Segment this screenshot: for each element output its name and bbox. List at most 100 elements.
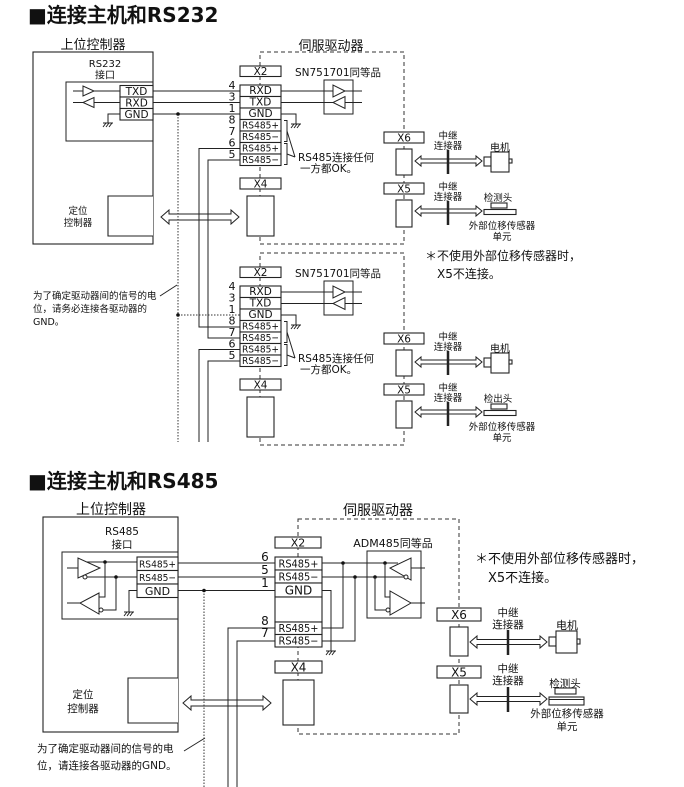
pin-number: 8 [229, 315, 236, 328]
relay-connector-label-1: 中继 [438, 181, 458, 193]
transceiver-ic-box [323, 280, 354, 316]
sensor-head [490, 202, 508, 209]
pin-number: 4 [229, 79, 236, 92]
x5-label-box [383, 182, 425, 195]
linear-sensor-icon [483, 202, 517, 216]
pin-number: 3 [229, 91, 236, 104]
motor-label: 电机 [490, 342, 510, 355]
transceiver-ic: SN751701同等品 [295, 66, 381, 115]
gnd-note-line-3: GND。 [33, 317, 64, 328]
pin-number: 6 [229, 338, 236, 351]
pin-signal: RXD [249, 85, 272, 97]
servo-outline-dashed [259, 252, 405, 446]
pin-signal: RS485+ [279, 559, 319, 571]
junction-dot [341, 561, 345, 565]
servo-drive: 伺服驱动器 ADM485同等品 [261, 503, 604, 735]
pin-number: 7 [229, 125, 236, 138]
double-arrow-icon [160, 208, 240, 226]
x2-label: X2 [254, 267, 268, 279]
motor-flange [483, 156, 492, 167]
x2-pin-row: RS485− 7 [261, 626, 323, 648]
x4-connector [246, 195, 275, 237]
x4-label-box [274, 660, 323, 674]
pin-number: 1 [229, 303, 236, 316]
x2-label: X2 [254, 66, 268, 78]
relay-connector-label-2: 连接器 [492, 618, 524, 631]
x2-pin-row: GND 1 [229, 303, 282, 322]
motor-body [490, 352, 510, 374]
x2-pin-row: GND 1 [261, 576, 323, 598]
motor-icon [483, 151, 513, 173]
receiver-buffer-icon [78, 592, 100, 615]
ground-icon [290, 324, 301, 330]
x6-connector [395, 148, 413, 176]
x6-label-box [383, 332, 425, 345]
motor-flange [548, 636, 557, 647]
transceiver-label: ADM485同等品 [353, 536, 432, 550]
host-terminal-rs485-minus: RS485− [136, 569, 179, 585]
pin-number: 3 [229, 292, 236, 305]
x2-connector: RXD 4 TXD 3 GND 1 RS485+ 8 [229, 79, 282, 167]
sensor-unit-label-2: 单元 [492, 432, 512, 444]
x2-pin-row: TXD 3 [229, 91, 282, 109]
servo-gnd-wire [281, 113, 297, 124]
rs485-minus-next-wire [207, 360, 240, 442]
sensor-unit-label-1: 外部位移传感器 [469, 421, 536, 433]
x5-note-line-2: X5不连接。 [488, 570, 557, 586]
x4-connector [282, 679, 315, 726]
host-gnd-internal-wire [128, 590, 137, 612]
junction-dot [353, 575, 357, 579]
ground-icon [290, 123, 301, 129]
junction-dot [202, 588, 206, 593]
servo-gnd-wire [281, 314, 297, 325]
pin-signal: RS485+ [279, 623, 319, 635]
sensor-head-label: 检测头 [484, 192, 513, 204]
x2-connector: RXD 4 TXD 3 GND 1 RS485+ 8 [229, 280, 282, 368]
sensor-scale [483, 208, 517, 216]
sensor-unit-label-1: 外部位移传感器 [469, 220, 536, 232]
section-title: ■连接主机和RS485 [28, 469, 218, 493]
relay-connector-label-2: 连接器 [434, 191, 463, 203]
x2-pin-row: RS485− 5 [229, 148, 282, 167]
host-terminal-gnd: GND [119, 107, 154, 121]
x4-label: X4 [291, 661, 307, 675]
pin-signal: RS485+ [242, 322, 279, 333]
driver-minus-wire [374, 577, 386, 611]
pin-number: 5 [229, 349, 236, 362]
terminal-cell [239, 153, 282, 167]
relay-connector-label-2: 连接器 [434, 341, 463, 353]
driver-plus-wire [384, 563, 390, 598]
rs485-plus-link-wire [322, 563, 344, 629]
driver-buffer-icon [332, 285, 347, 299]
pin-number: 6 [261, 550, 269, 564]
servo-drive-label: 伺服驱动器 [343, 503, 413, 519]
terminal-label: RS485+ [139, 560, 176, 571]
x2-pin-row: RXD 4 [229, 79, 282, 98]
pin-number: 5 [229, 148, 236, 161]
relay-connector-label-1: 中继 [498, 662, 519, 675]
x5-label-box [436, 665, 482, 679]
motor-flange [483, 357, 492, 368]
host-terminal-gnd: GND [136, 583, 179, 599]
bracket-icon [284, 120, 288, 142]
sensor-scale [483, 409, 517, 417]
pin-signal: RS485− [242, 132, 279, 143]
rs232-interface-box [65, 81, 153, 142]
section-title: ■连接主机和RS232 [28, 3, 218, 27]
x6-label: X6 [451, 608, 467, 622]
rs485-minus-next-wire [236, 640, 275, 787]
sensor-head-label: 检出头 [484, 393, 513, 405]
host-controller-label: 上位控制器 [76, 502, 146, 518]
sensor-unit-label-2: 单元 [492, 231, 512, 243]
pin-signal: RS485− [242, 333, 279, 344]
servo-drive-2: SN751701同等品 RS485连接任何 一方都OK。 X2 RXD 4 TX… [229, 252, 536, 446]
pin-number: 7 [261, 626, 269, 640]
x5-label: X5 [397, 385, 411, 397]
x5-note-line-1: ＊不使用外部位移传感器时， [475, 551, 644, 567]
motor-body [555, 630, 578, 654]
x2-label-box [239, 65, 282, 78]
driver-buffer-icon [82, 85, 96, 97]
relay-connector-label-2: 连接器 [434, 140, 463, 152]
x2-pin-row: RXD 4 [229, 280, 282, 299]
receiver-buffer-icon [331, 296, 346, 311]
